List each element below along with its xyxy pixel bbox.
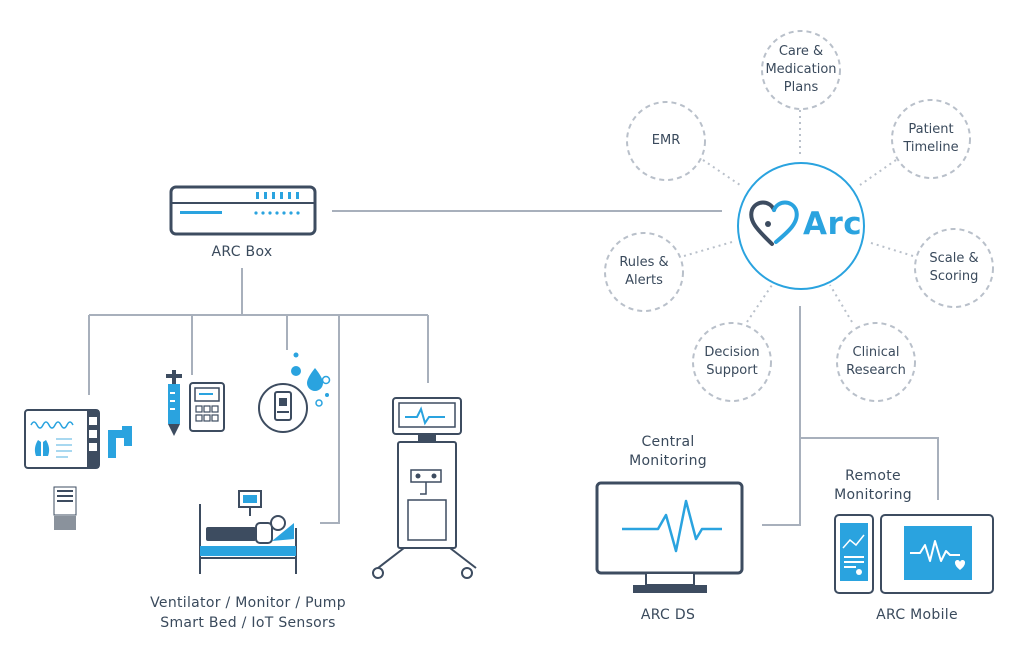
- node-scale-scoring: Scale & Scoring: [929, 251, 979, 284]
- spoke-lines: [683, 110, 914, 323]
- node-emr: EMR: [651, 133, 681, 148]
- iot-sensor-icon: [258, 352, 331, 433]
- arc-mobile-devices-icon: [834, 514, 994, 594]
- node-decision-support: Decision Support: [704, 345, 760, 378]
- arc-mobile-label: ARC Mobile: [876, 607, 958, 623]
- arc-ds-label: ARC DS: [640, 607, 696, 623]
- arc-hub: [737, 162, 865, 290]
- central-monitoring-label: Central Monitoring: [629, 434, 707, 469]
- arc-heart-icon: [749, 200, 799, 246]
- node-patient-timeline: Patient Timeline: [903, 122, 959, 155]
- arc-wordmark: Arc: [803, 206, 863, 242]
- remote-monitoring-label: Remote Monitoring: [834, 468, 912, 503]
- arc-box-label: ARC Box: [211, 244, 273, 260]
- connector-lines: [88, 210, 939, 526]
- infusion-pump-icon: [166, 370, 225, 436]
- devices-label: Ventilator / Monitor / Pump Smart Bed / …: [150, 595, 346, 631]
- arc-box-device: [169, 185, 317, 236]
- monitor-cart-icon: [372, 397, 477, 579]
- node-rules-alerts: Rules & Alerts: [619, 255, 669, 288]
- smart-bed-icon: [199, 490, 297, 574]
- node-clinical-research: Clinical Research: [846, 345, 906, 378]
- node-care-medication-plans: Care & Medication Plans: [765, 44, 837, 95]
- arc-ds-monitor-icon: [595, 481, 744, 593]
- satellite-circles: [604, 30, 994, 402]
- ventilator-icon: [24, 409, 132, 530]
